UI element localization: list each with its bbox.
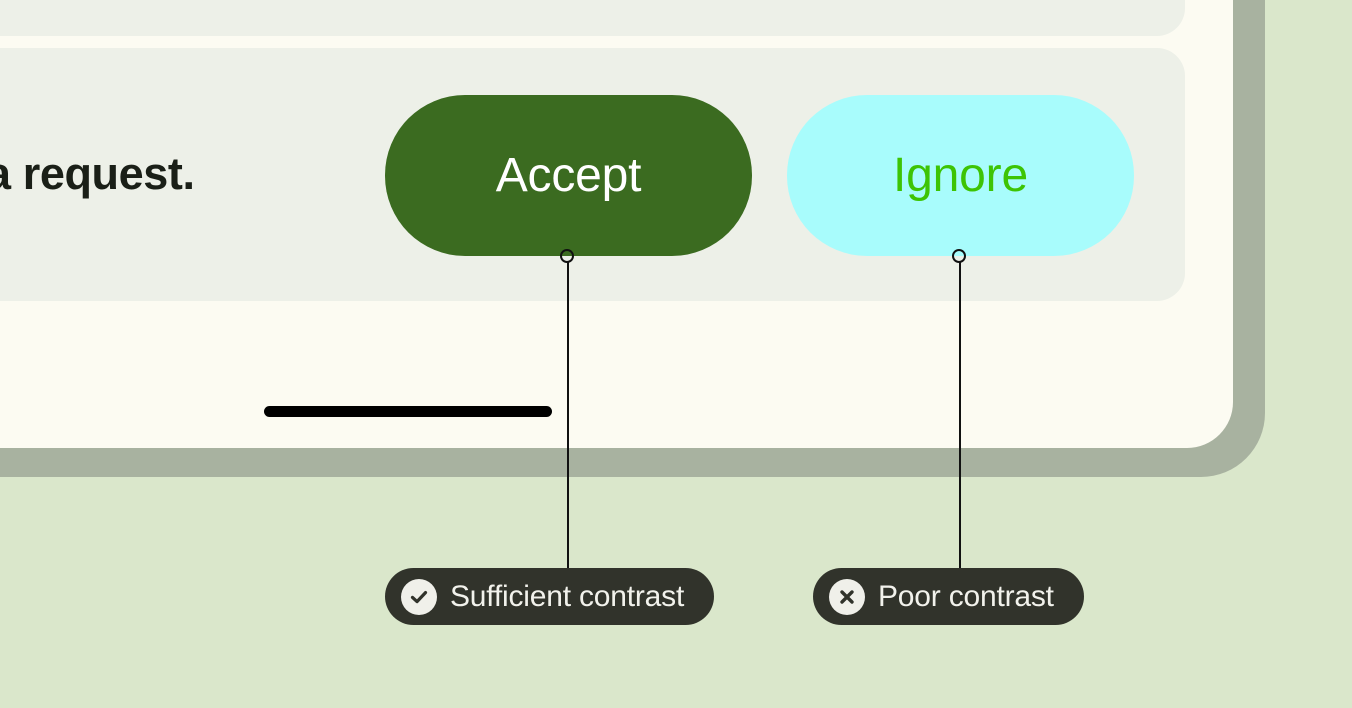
annotation-pill-label: Poor contrast (878, 579, 1054, 613)
check-circle-icon (401, 578, 437, 615)
card-top (0, 0, 1185, 36)
ignore-button[interactable]: Ignore (787, 95, 1134, 256)
connector-stem (959, 262, 961, 582)
connector-dot-icon (952, 249, 966, 263)
accept-button[interactable]: Accept (385, 95, 752, 256)
request-body-text: a request. (0, 148, 195, 199)
connector-stem (567, 262, 569, 582)
annotation-pill-sufficient-contrast: Sufficient contrast (385, 568, 715, 625)
connector-dot-icon (560, 249, 574, 263)
annotation-pill-poor-contrast: Poor contrast (813, 568, 1084, 625)
x-circle-icon (829, 578, 865, 615)
annotation-pill-label: Sufficient contrast (450, 579, 685, 613)
home-indicator-bar (264, 406, 552, 417)
